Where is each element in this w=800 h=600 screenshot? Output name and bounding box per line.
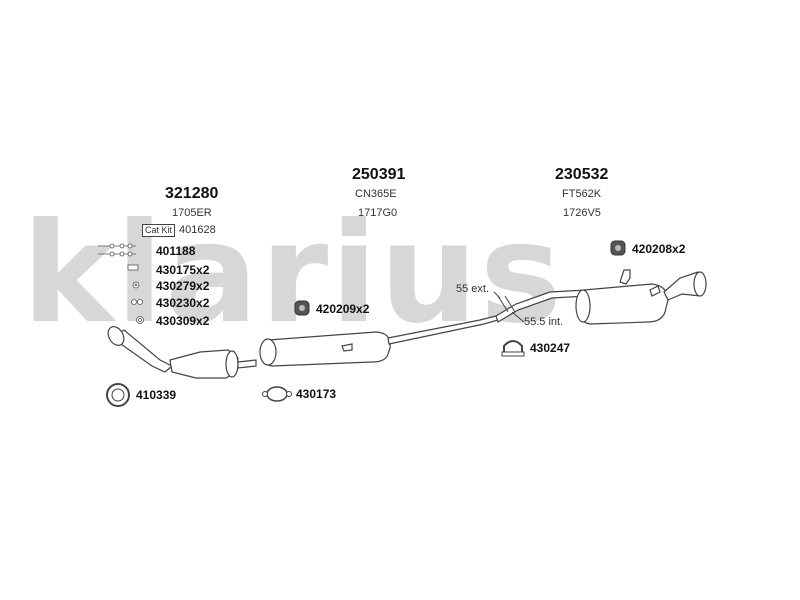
- downpipe-flange: [107, 326, 125, 346]
- dimension-int-label: 55.5 int.: [524, 316, 564, 328]
- washer-icon: [132, 281, 140, 289]
- part-410339: 410339: [136, 388, 177, 402]
- part-number-230532: 230532: [555, 166, 609, 183]
- fitting-430279: 430279x2: [156, 279, 210, 293]
- u-clamp-icon: [501, 340, 525, 357]
- middle-pipe: [387, 315, 499, 345]
- ref-code-FT562K: FT562K: [562, 188, 602, 200]
- fitting-icons: [98, 243, 144, 324]
- ref-code-1717G0: 1717G0: [358, 207, 398, 219]
- centre-silencer: [261, 331, 391, 367]
- nut-icon: [127, 264, 139, 271]
- rubber-mount-icon-2: [610, 240, 626, 256]
- spring-icon: [131, 299, 143, 305]
- part-430173: 430173: [296, 387, 337, 401]
- dimension-ext-label: 55 ext.: [456, 283, 490, 295]
- fitting-430309: 430309x2: [156, 314, 210, 328]
- part-430247: 430247: [530, 341, 571, 355]
- part-420209: 420209x2: [316, 302, 370, 316]
- ref-code-1705ER: 1705ER: [172, 207, 212, 219]
- cat-kit-number: 401628: [179, 224, 216, 236]
- front-downpipe: [110, 329, 174, 373]
- fitting-430175: 430175x2: [156, 263, 210, 277]
- bush-icon: [136, 316, 144, 324]
- fitting-430230: 430230x2: [156, 296, 210, 310]
- part-number-321280: 321280: [165, 185, 219, 202]
- ref-code-CN365E: CN365E: [355, 188, 397, 200]
- ref-code-1726V5: 1726V5: [563, 207, 601, 219]
- part-420208: 420208x2: [632, 242, 686, 256]
- gasket-ring-icon: [106, 383, 130, 407]
- fitting-401188: 401188: [156, 244, 196, 258]
- bolt-icon: [98, 243, 136, 257]
- part-number-250391: 250391: [352, 166, 406, 183]
- clamp-icon: [262, 386, 292, 402]
- cat-kit-badge: Cat Kit: [142, 224, 176, 237]
- brand-watermark: klarius: [22, 193, 564, 354]
- rubber-mount-icon: [294, 300, 310, 316]
